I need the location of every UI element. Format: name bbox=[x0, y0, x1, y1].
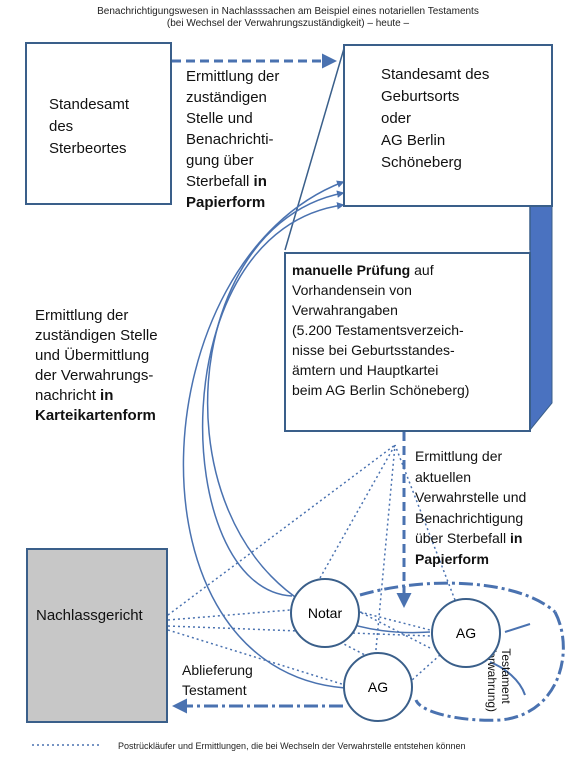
pruefung-text: manuelle Prüfung auf Vorhandensein von V… bbox=[292, 260, 530, 400]
node-notar: Notar bbox=[290, 578, 360, 648]
nachlassgericht-label: Nachlassgericht bbox=[36, 607, 143, 624]
box-manuelle-pruefung: manuelle Prüfung auf Vorhandensein von V… bbox=[284, 252, 531, 432]
standesamt-geburtsort-label: Standesamt des Geburtsorts oder AG Berli… bbox=[381, 66, 490, 171]
dashdot-notar-to-ag1-arc bbox=[359, 581, 557, 614]
node-ag-1: AG bbox=[431, 598, 501, 668]
dotted-notar-pruefung bbox=[319, 444, 396, 579]
label-top-mid: Ermittlung der zuständigen Stelle und Be… bbox=[186, 66, 279, 213]
node-ag-1-label: AG bbox=[455, 625, 477, 641]
box-nachlassgericht: Nachlassgericht bbox=[26, 548, 168, 723]
box-standesamt-sterbeort: Standesamt des Sterbeortes bbox=[25, 42, 172, 205]
pruefung-rest: auf Vorhandensein von Verwahrangaben (5.… bbox=[292, 262, 470, 398]
title-line-2: (bei Wechsel der Verwahrungszuständigkei… bbox=[166, 18, 410, 29]
ag1-right-curve bbox=[489, 661, 526, 696]
dotted-nachlass-notar bbox=[167, 609, 291, 621]
label-ablieferung: Ablieferung Testament bbox=[182, 662, 253, 698]
standesamt-sterbeort-label: Standesamt des Sterbeortes bbox=[49, 96, 130, 157]
dashdot-ag1-loop bbox=[414, 611, 565, 722]
node-ag-2: AG bbox=[343, 652, 413, 722]
label-top-mid-text: Ermittlung der zuständigen Stelle und Be… bbox=[186, 68, 280, 190]
node-ag-2-label: AG bbox=[367, 679, 389, 695]
dotted-ag2-pruefung-a bbox=[374, 444, 396, 661]
dotted-ag1-ag2 bbox=[411, 654, 441, 681]
title-line-1: Benachrichtigungswesen in Nachlasssachen… bbox=[97, 6, 479, 17]
box-depth-edge-1 bbox=[284, 44, 346, 251]
diagram-title: Benachrichtigungswesen in Nachlasssachen… bbox=[0, 6, 576, 30]
node-notar-label: Notar bbox=[307, 605, 343, 621]
label-left-mid: Ermittlung der zuständigen Stelle und Üb… bbox=[35, 306, 158, 426]
dotted-notar-ag1 bbox=[359, 611, 431, 631]
label-left-mid-bold: in Karteikartenform bbox=[35, 387, 156, 424]
dotted-ag1-ag2-b bbox=[359, 611, 431, 649]
pruefung-bold: manuelle Prüfung bbox=[292, 262, 411, 278]
legend-text: Postrückläufer und Ermittlungen, die bei… bbox=[118, 741, 466, 751]
label-right-mid: Ermittlung der aktuellen Verwahrstelle u… bbox=[415, 446, 526, 569]
ag1-right-connector bbox=[504, 623, 531, 633]
box-standesamt-geburtsort: Standesamt des Geburtsorts oder AG Berli… bbox=[343, 44, 553, 207]
curve-notar-to-geburtsort bbox=[201, 202, 345, 597]
label-right-mid-bold: in Papierform bbox=[415, 530, 523, 567]
dotted-nachlass-pruefung bbox=[167, 444, 396, 616]
dotted-nachlass-ag2 bbox=[167, 629, 346, 686]
dotted-notar-ag2 bbox=[339, 641, 366, 656]
label-left-mid-text: Ermittlung der zuständigen Stelle und Üb… bbox=[35, 307, 158, 404]
label-top-mid-bold: in Papierform bbox=[186, 173, 267, 211]
label-right-mid-text: Ermittlung der aktuellen Verwahrstelle u… bbox=[415, 448, 527, 546]
